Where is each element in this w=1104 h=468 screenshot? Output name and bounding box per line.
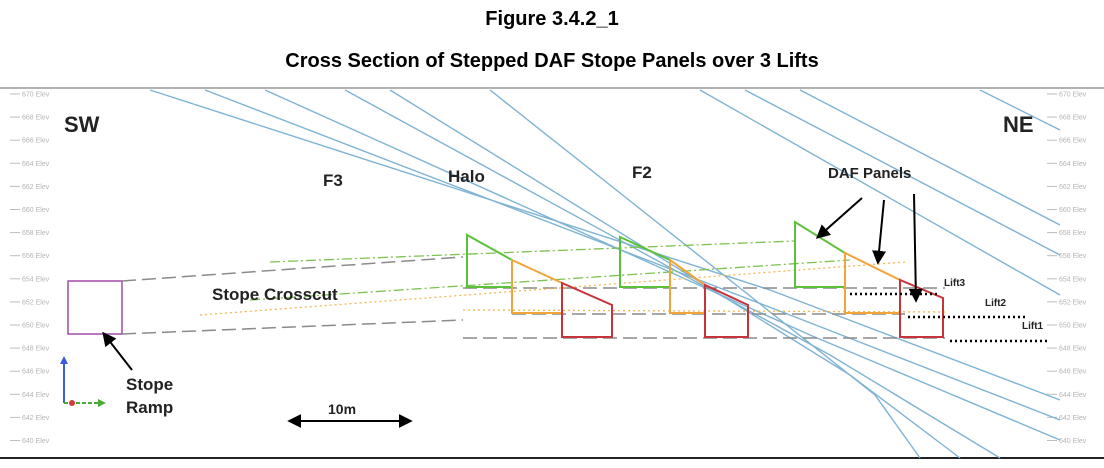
elevation-axis-right: 670 Elev 668 Elev 666 Elev 664 Elev 662 Elev… [1047,92,1087,445]
daf-panel-orange [844,251,901,314]
f2-label: F2 [632,163,652,182]
elevation-label: 644 Elev [1059,392,1087,399]
arrow [908,193,923,303]
elevation-label: 646 Elev [22,369,50,376]
lift1-label: Lift1 [1022,321,1044,332]
fault-line [744,89,1061,256]
halo-label: Halo [448,167,485,186]
axis-triad-icon [60,356,106,407]
daf-panel-red [704,283,749,338]
elevation-label: 670 Elev [22,92,50,99]
fault-line [699,89,1061,296]
elevation-label: 642 Elev [1059,415,1087,422]
elevation-label: 670 Elev [1059,92,1087,99]
stope-ramp-box [67,280,123,335]
elevation-label: 668 Elev [1059,115,1087,122]
lift-markers [850,292,1050,343]
fault-line [979,89,1061,131]
elevation-label: 652 Elev [1059,299,1087,306]
elevation-label: 660 Elev [22,207,50,214]
green-dashdot-top [269,240,796,263]
fault-line [204,89,1061,421]
elevation-label: 640 Elev [22,438,50,445]
figure-title: Cross Section of Stepped DAF Stope Panel… [285,50,819,72]
fault-line [344,89,1001,459]
daf-panel-red [899,278,944,338]
stope-crosscut-label: Stope Crosscut [212,285,338,304]
daf-panel-group-2 [619,235,749,338]
fault-lines [149,89,1061,459]
crosscut-lower-line [121,319,464,335]
stope-ramp-label-line1: Stope [126,375,173,394]
elevation-label: 660 Elev [1059,207,1087,214]
arrow [815,197,863,239]
elevation-label: 664 Elev [22,161,50,168]
f3-label: F3 [323,171,343,190]
daf-panel-orange [511,258,563,314]
elevation-label: 656 Elev [22,253,50,260]
figure-number: Figure 3.4.2_1 [485,8,619,30]
daf-panel-group-1 [466,233,613,338]
arrow [102,331,133,371]
elevation-label: 648 Elev [22,346,50,353]
crosscut-upper-line [121,256,464,282]
elevation-label: 652 Elev [22,299,50,306]
elevation-label: 644 Elev [22,392,50,399]
elevation-label: 640 Elev [1059,438,1087,445]
fault-line [489,89,921,459]
scale-label: 10m [328,401,356,417]
elevation-label: 648 Elev [1059,346,1087,353]
elevation-axis-left: 670 Elev 668 Elev 666 Elev 664 Elev 662 Elev… [10,92,50,445]
lift2-label: Lift2 [985,298,1007,309]
elevation-label: 646 Elev [1059,369,1087,376]
arrow [872,199,887,265]
fault-line [149,89,1061,401]
elevation-label: 642 Elev [22,415,50,422]
elevation-label: 664 Elev [1059,161,1087,168]
daf-panel-group-3 [794,220,944,338]
green-dashdot-mid [249,259,851,301]
elevation-label: 654 Elev [22,276,50,283]
elevation-label: 654 Elev [1059,276,1087,283]
daf-panels-label: DAF Panels [828,165,911,182]
ne-label: NE [1003,112,1034,137]
fault-line [799,89,1061,226]
elevation-label: 662 Elev [22,184,50,191]
daf-panel-green [794,220,846,288]
stope-ramp-label-line2: Ramp [126,398,173,417]
daf-callout-arrows [102,193,923,371]
elevation-label: 658 Elev [22,230,50,237]
elevation-label: 656 Elev [1059,253,1087,260]
daf-panel-red [561,281,613,338]
daf-panel-green [466,233,513,288]
elevation-label: 650 Elev [1059,323,1087,330]
elevation-label: 666 Elev [22,138,50,145]
lift3-label: Lift3 [944,278,966,289]
elevation-label: 668 Elev [22,115,50,122]
elevation-label: 666 Elev [1059,138,1087,145]
elevation-label: 658 Elev [1059,230,1087,237]
elevation-label: 662 Elev [1059,184,1087,191]
elevation-label: 650 Elev [22,323,50,330]
fault-line [264,89,1061,441]
sw-label: SW [64,112,100,137]
